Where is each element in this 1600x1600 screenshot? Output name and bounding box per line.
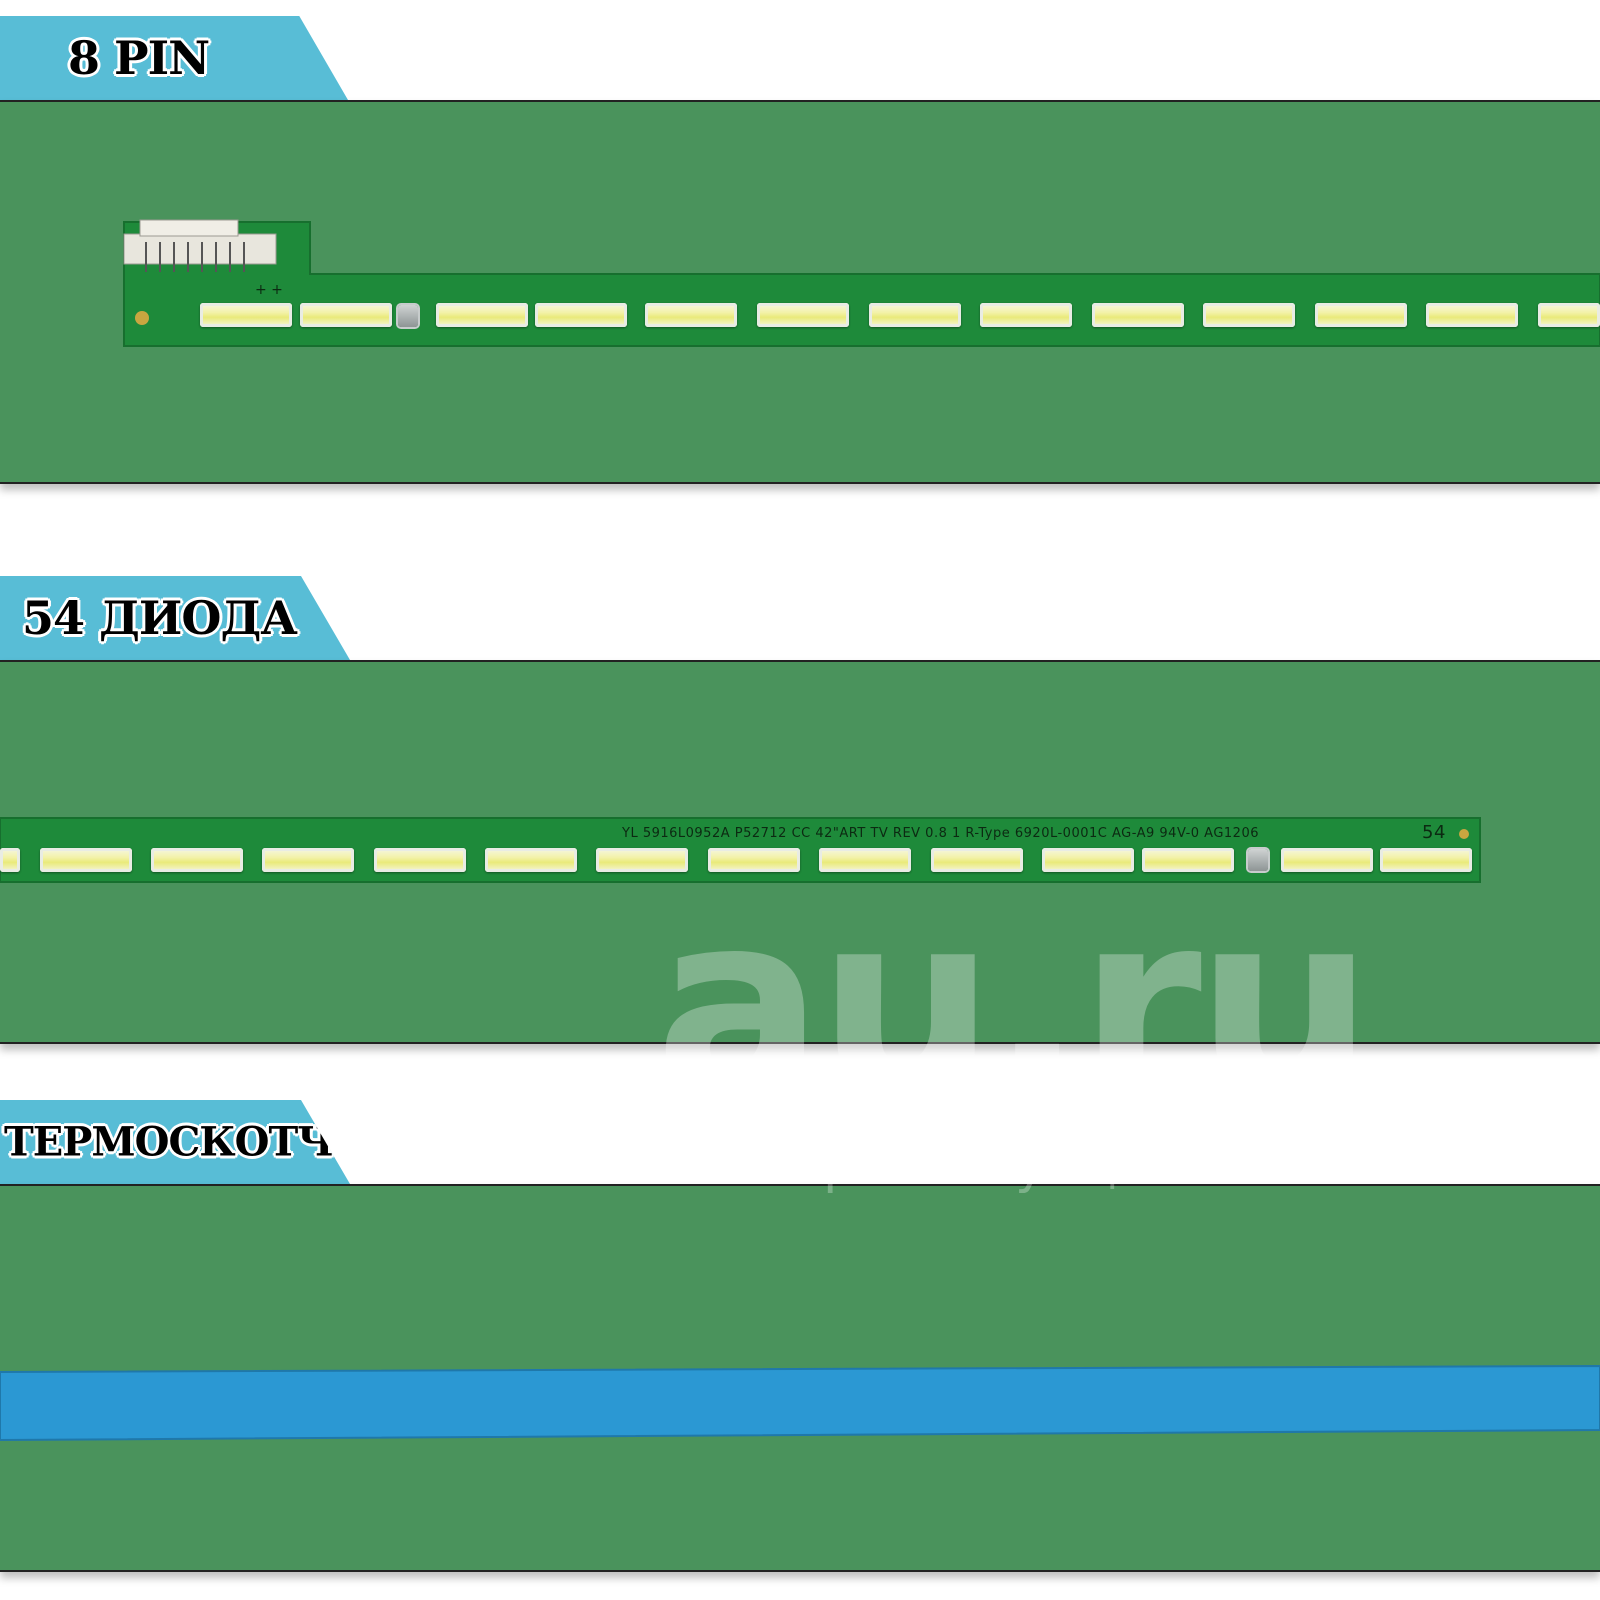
led-diode <box>374 848 466 872</box>
thermal-tape-strip <box>0 1364 1600 1442</box>
tab-label-8-pin: 8 PIN <box>68 31 210 85</box>
led-diode <box>262 848 354 872</box>
led-diode <box>1092 303 1184 327</box>
led-diode <box>0 848 20 872</box>
led-row-bottom <box>0 662 1600 1042</box>
led-diode <box>1315 303 1407 327</box>
svg-text:+ +: + + <box>255 282 283 298</box>
section-thermal-tape: ТЕРМОСКОТЧ <box>0 1100 1600 1590</box>
led-diode <box>980 303 1072 327</box>
led-diode <box>1281 848 1373 872</box>
section-54-diodes: 54 ДИОДА YL 5916L0952A P52712 CC 42"ART … <box>0 560 1600 1050</box>
section-tab-8-pin: 8 PIN <box>0 16 348 100</box>
led-diode <box>300 303 392 327</box>
led-diode <box>1042 848 1134 872</box>
tab-label-54-diodes: 54 ДИОДА <box>22 591 298 645</box>
led-diode <box>708 848 800 872</box>
led-diode <box>596 848 688 872</box>
led-diode <box>200 303 292 327</box>
led-diode <box>819 848 911 872</box>
led-diode <box>485 848 577 872</box>
photo-panel-strip-end: YL 5916L0952A P52712 CC 42"ART TV REV 0.… <box>0 660 1600 1044</box>
led-diode <box>645 303 737 327</box>
led-diode <box>1380 848 1472 872</box>
led-diode <box>757 303 849 327</box>
led-diode <box>151 848 243 872</box>
led-diode <box>931 848 1023 872</box>
led-diode <box>1142 848 1234 872</box>
section-8-pin: 8 PIN + + <box>0 0 1600 490</box>
led-diode <box>40 848 132 872</box>
led-driver-chip <box>1248 849 1268 871</box>
led-row-top <box>0 102 1600 482</box>
led-diode <box>869 303 961 327</box>
watermark-logo: au.ru <box>655 859 1374 1150</box>
led-diode <box>1426 303 1518 327</box>
strip-silkscreen-text: YL 5916L0952A P52712 CC 42"ART TV REV 0.… <box>622 826 1259 841</box>
led-diode <box>1538 303 1600 327</box>
photo-panel-thermal-tape <box>0 1184 1600 1572</box>
led-diode <box>1203 303 1295 327</box>
led-driver-chip <box>398 305 418 327</box>
led-diode <box>436 303 528 327</box>
watermark-subtitle: интернет-аукцион <box>685 1135 1225 1195</box>
photo-panel-connector: + + <box>0 100 1600 484</box>
section-tab-thermal-tape: ТЕРМОСКОТЧ <box>0 1100 350 1184</box>
tab-label-thermal-tape: ТЕРМОСКОТЧ <box>4 1118 334 1166</box>
section-tab-54-diodes: 54 ДИОДА <box>0 576 350 660</box>
diode-count-marking: 54 <box>1422 822 1446 843</box>
led-diode <box>535 303 627 327</box>
